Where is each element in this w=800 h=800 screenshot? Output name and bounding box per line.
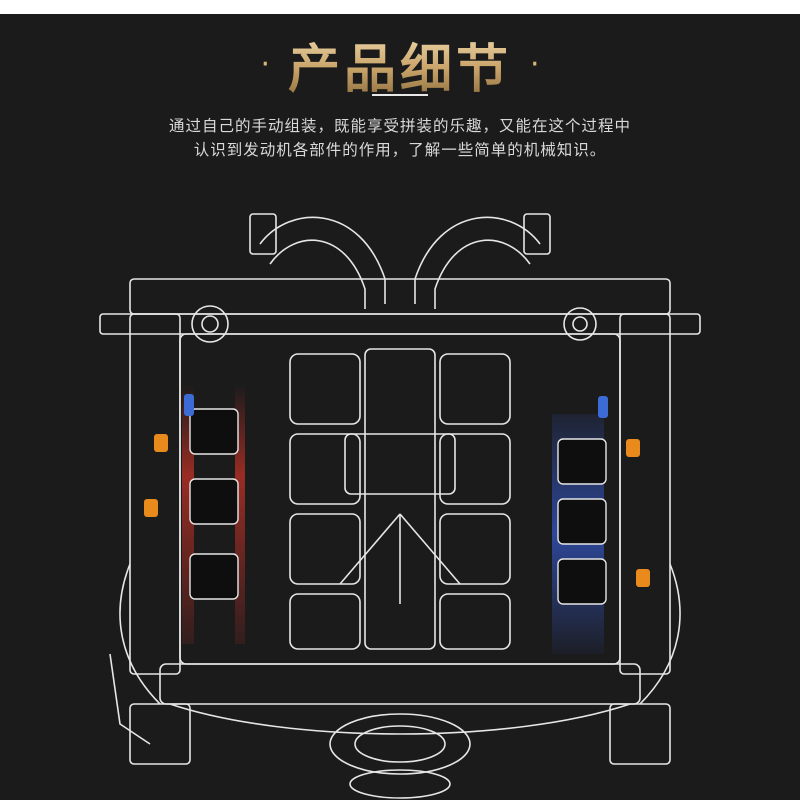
- title-dot-right: ·: [530, 46, 540, 82]
- right-injector-rail: [552, 396, 650, 654]
- product-detail-panel: · 产品细节 · 通过自己的手动组装，既能享受拼装的乐趣，又能在这个过程中 认识…: [0, 14, 800, 800]
- description: 通过自己的手动组装，既能享受拼装的乐趣，又能在这个过程中 认识到发动机各部件的作…: [0, 114, 800, 162]
- title-dot-left: ·: [260, 46, 270, 82]
- description-line-2: 认识到发动机各部件的作用，了解一些简单的机械知识。: [193, 141, 607, 159]
- engine-line-art-image: [99, 213, 701, 799]
- page-title: 产品细节: [288, 27, 512, 102]
- left-injector-rail: [144, 384, 245, 644]
- title-underline: [372, 94, 428, 96]
- title-row: · 产品细节 ·: [0, 24, 800, 104]
- description-line-1: 通过自己的手动组装，既能享受拼装的乐趣，又能在这个过程中: [168, 117, 631, 135]
- engine-outline: [99, 213, 701, 799]
